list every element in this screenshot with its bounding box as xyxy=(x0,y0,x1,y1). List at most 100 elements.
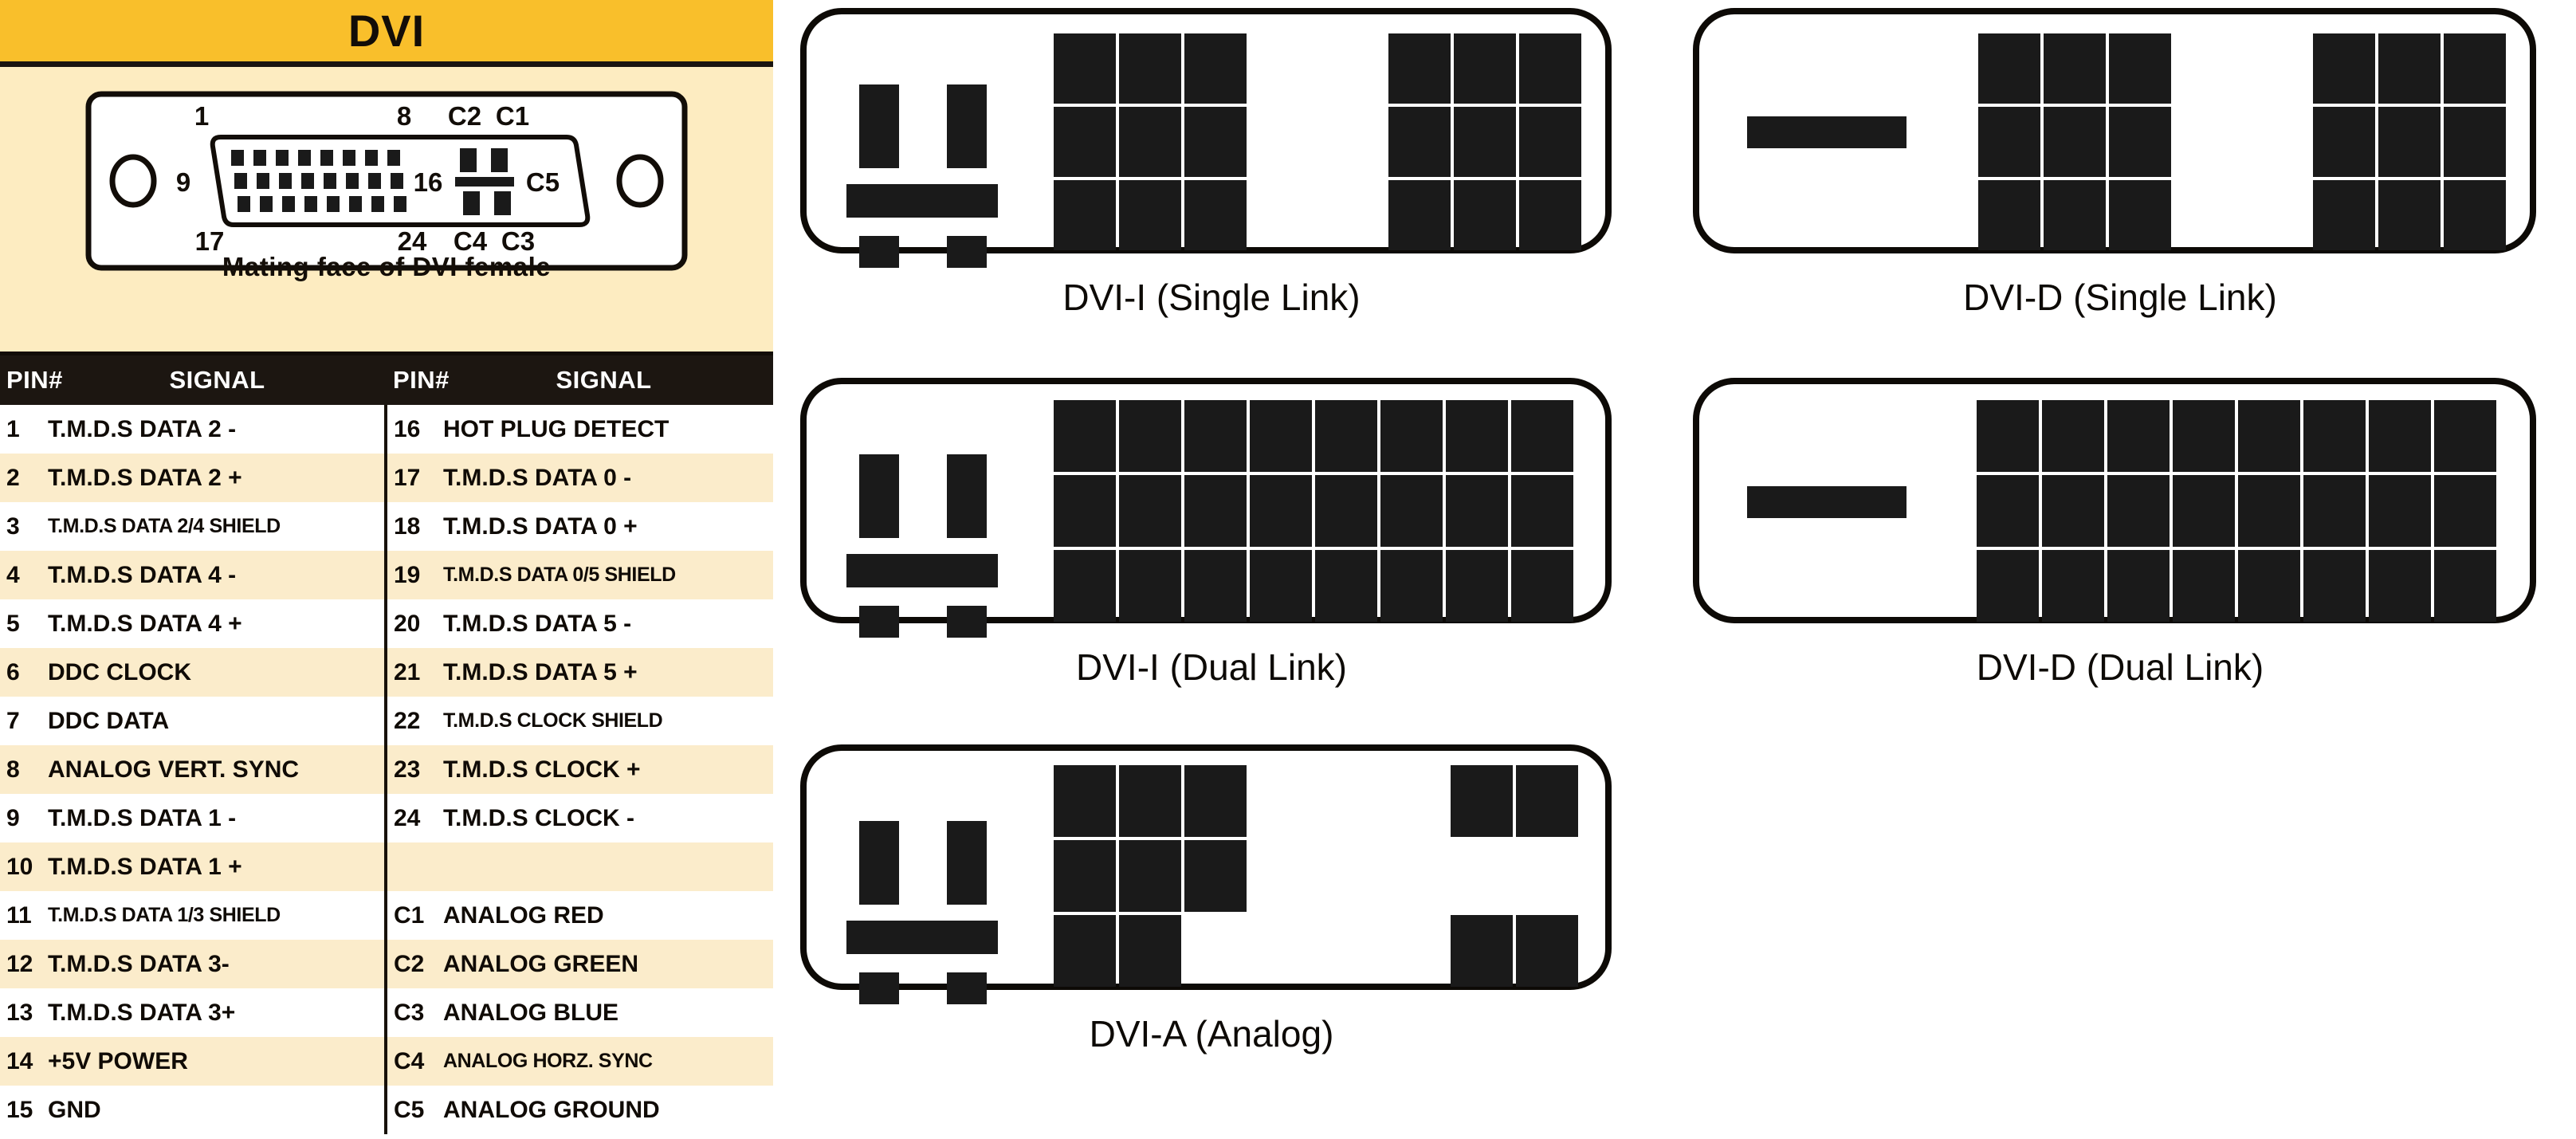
connector-label-dvi-i-dual: DVI-I (Dual Link) xyxy=(1076,646,1347,688)
screw-hole-right xyxy=(616,154,664,208)
digital-pin-group-right xyxy=(2313,33,2506,250)
connector-label-dvi-i-single: DVI-I (Single Link) xyxy=(1062,277,1361,318)
digital-pin-holes xyxy=(231,150,406,212)
cell-signal-name: T.M.D.S CLOCK - xyxy=(443,804,634,831)
cell-signal-name: ANALOG GREEN xyxy=(443,950,639,977)
cell-signal-name: GND xyxy=(48,1096,101,1123)
cell-signal-name: T.M.D.S DATA 2/4 SHIELD xyxy=(48,515,281,537)
cell-signal-name: T.M.D.S DATA 1/3 SHIELD xyxy=(48,904,281,926)
cell-pin-number: 14 xyxy=(6,1047,33,1074)
table-row-right xyxy=(384,842,772,891)
cell-pin-number: C5 xyxy=(394,1096,425,1123)
connector-dvi-i-dual-link: DVI-I (Dual Link) xyxy=(797,375,1626,689)
cell-signal-name: T.M.D.S DATA 5 + xyxy=(443,658,638,685)
cell-signal-name: T.M.D.S DATA 0 + xyxy=(443,513,638,540)
label-pin-1: 1 xyxy=(194,101,209,131)
dvi-a-svg xyxy=(800,744,1612,1004)
cell-pin-number: 22 xyxy=(394,707,421,734)
cell-signal-name: T.M.D.S DATA 2 - xyxy=(48,415,237,442)
analog-pin-holes xyxy=(455,148,514,215)
cell-pin-number: 23 xyxy=(394,756,421,783)
cell-pin-number: 19 xyxy=(394,561,421,588)
cell-signal-name: ANALOG GROUND xyxy=(443,1096,660,1123)
cell-pin-number: 8 xyxy=(6,756,20,783)
label-pin-c3: C3 xyxy=(501,226,535,256)
analog-pin-group xyxy=(846,454,998,638)
cell-signal-name: ANALOG BLUE xyxy=(443,999,618,1026)
label-pin-24: 24 xyxy=(398,226,427,256)
table-row-left: 7 DDC DATA xyxy=(0,697,384,745)
digital-pin-group-right xyxy=(1451,765,1578,987)
analog-pin-group xyxy=(846,821,998,1004)
cell-pin-number: 3 xyxy=(6,513,20,540)
cell-signal-name: T.M.D.S DATA 5 - xyxy=(443,610,632,637)
label-pin-c2: C2 xyxy=(448,101,481,131)
table-row-right: 22 T.M.D.S CLOCK SHIELD xyxy=(384,697,772,745)
dvi-d-single-svg xyxy=(1693,8,2536,253)
cell-pin-number: 21 xyxy=(394,658,421,685)
cell-signal-name: T.M.D.S CLOCK SHIELD xyxy=(443,709,663,732)
label-pin-9: 9 xyxy=(176,167,190,197)
cell-signal-name: +5V POWER xyxy=(48,1047,188,1074)
table-header-row: PIN# SIGNAL PIN# SIGNAL xyxy=(0,355,773,405)
digital-pin-group xyxy=(1977,400,2496,622)
label-pin-c1: C1 xyxy=(496,101,529,131)
cell-pin-number: 9 xyxy=(6,804,20,831)
flat-blade-slot xyxy=(1747,486,1906,518)
cell-pin-number: C4 xyxy=(394,1047,425,1074)
header-pin-right: PIN# xyxy=(393,366,450,394)
table-row-right: C2 ANALOG GREEN xyxy=(384,940,772,988)
cell-signal-name: T.M.D.S DATA 0/5 SHIELD xyxy=(443,564,676,586)
connector-label-dvi-d-dual: DVI-D (Dual Link) xyxy=(1976,646,2264,688)
cell-signal-name: DDC DATA xyxy=(48,707,170,734)
cell-pin-number: 10 xyxy=(6,853,33,880)
cell-signal-name: T.M.D.S DATA 3- xyxy=(48,950,230,977)
cell-signal-name: T.M.D.S DATA 0 - xyxy=(443,464,632,491)
header-signal-right: SIGNAL xyxy=(556,366,652,394)
cell-pin-number: 12 xyxy=(6,950,33,977)
cell-pin-number: 16 xyxy=(394,415,421,442)
cell-pin-number: 4 xyxy=(6,561,20,588)
connector-dvi-d-dual-link: DVI-D (Dual Link) xyxy=(1690,375,2550,689)
cell-signal-name: T.M.D.S DATA 1 + xyxy=(48,853,242,880)
mating-face-svg: 1 8 C2 C1 9 16 C5 17 24 C4 C3 xyxy=(85,91,688,271)
cell-signal-name: T.M.D.S DATA 2 + xyxy=(48,464,242,491)
header-pin-left: PIN# xyxy=(6,366,63,394)
connector-illustration-panel: 1 8 C2 C1 9 16 C5 17 24 C4 C3 Mating fac… xyxy=(0,67,773,355)
table-row-right: 21 T.M.D.S DATA 5 + xyxy=(384,648,772,697)
cell-pin-number: C2 xyxy=(394,950,425,977)
connector-variants-area: DVI-I (Single Link) DVI-D (Single Link) xyxy=(773,0,2576,1139)
cell-pin-number: 17 xyxy=(394,464,421,491)
mating-face-caption: Mating face of DVI female xyxy=(222,252,552,281)
cell-signal-name: T.M.D.S DATA 1 - xyxy=(48,804,237,831)
digital-pin-group-left xyxy=(1978,33,2171,250)
table-row-right: 17 T.M.D.S DATA 0 - xyxy=(384,454,772,502)
dvi-d-dual-svg xyxy=(1693,378,2536,623)
dvi-i-dual-svg xyxy=(800,378,1612,638)
label-pin-17: 17 xyxy=(195,226,225,256)
digital-pin-group-right xyxy=(1388,33,1581,250)
table-row-left: 12 T.M.D.S DATA 3- xyxy=(0,940,384,988)
analog-pin-group xyxy=(846,84,998,268)
header-signal-left: SIGNAL xyxy=(169,366,265,394)
cell-signal-name: ANALOG RED xyxy=(443,901,604,929)
connector-dvi-a-analog: DVI-A (Analog) xyxy=(797,741,1626,1055)
cell-pin-number: 7 xyxy=(6,707,20,734)
